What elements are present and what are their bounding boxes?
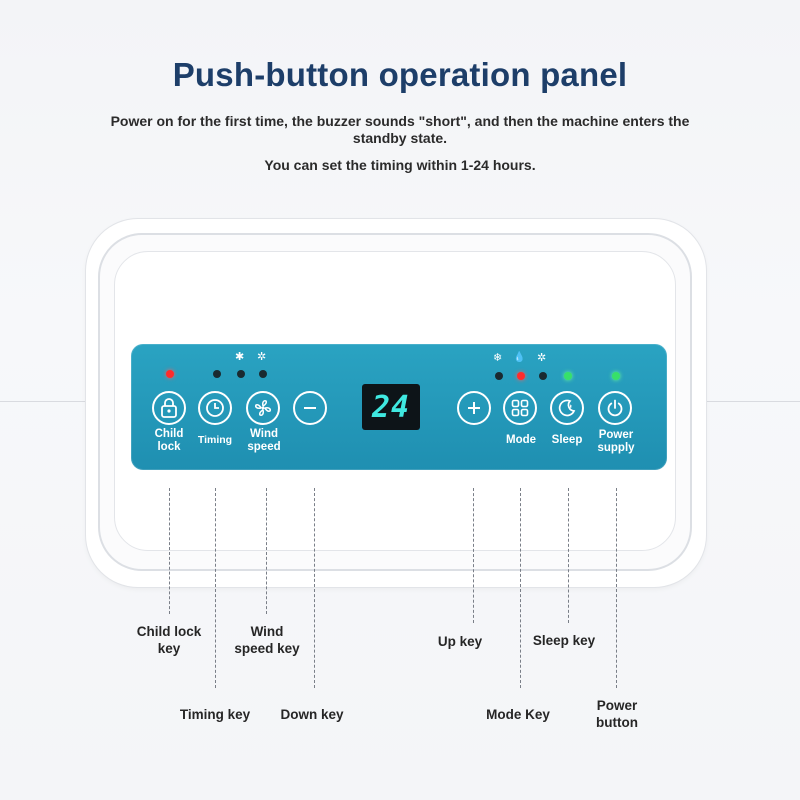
child-lock-button[interactable] xyxy=(152,391,186,425)
plus-icon xyxy=(468,402,480,414)
mode-fan-led xyxy=(539,372,547,380)
fan-indicator-icon: ✲ xyxy=(537,352,547,364)
mode-dry-led xyxy=(517,372,525,380)
guide-wind-speed xyxy=(266,488,267,614)
power-led xyxy=(612,372,620,380)
moon-icon xyxy=(558,399,576,417)
callout-child-lock-key: Child lock key xyxy=(136,624,202,656)
mode-button[interactable] xyxy=(503,391,537,425)
wind-high-led xyxy=(259,370,267,378)
page-title: Push-button operation panel xyxy=(172,56,628,93)
wind-speed-label: Wind speed xyxy=(247,428,281,453)
guide-child-lock xyxy=(169,488,170,614)
device-seam-left xyxy=(0,401,92,402)
child-lock-led xyxy=(166,370,174,378)
down-button[interactable] xyxy=(293,391,327,425)
sleep-button[interactable] xyxy=(550,391,584,425)
callout-power-button: Power button xyxy=(596,698,638,730)
description-line-2: You can set the timing within 1-24 hours… xyxy=(264,157,536,173)
grid-icon xyxy=(511,399,529,417)
device-seam-right xyxy=(704,401,800,402)
clock-icon xyxy=(206,399,224,417)
power-supply-label: Power supply xyxy=(597,429,635,454)
wind-low-led xyxy=(237,370,245,378)
snowflake-icon: ❄ xyxy=(493,352,503,364)
mode-cool-led xyxy=(495,372,503,380)
timer-display: 24 xyxy=(362,384,420,430)
drops-icon: 💧 xyxy=(513,352,526,363)
guide-power xyxy=(616,488,617,688)
callout-mode-key: Mode Key xyxy=(486,707,550,722)
child-lock-label: Child lock xyxy=(154,428,184,453)
timer-display-value: 24 xyxy=(371,389,411,425)
callout-sleep-key: Sleep key xyxy=(532,633,596,648)
fan-icon xyxy=(255,400,271,416)
guide-sleep xyxy=(568,488,569,623)
description-line-1: Power on for the first time, the buzzer … xyxy=(110,113,690,146)
callout-timing-key: Timing key xyxy=(179,707,251,722)
minus-icon xyxy=(304,407,316,409)
up-button[interactable] xyxy=(457,391,491,425)
timing-led xyxy=(213,370,221,378)
wind-low-icon: ✱ xyxy=(235,351,245,363)
lock-icon xyxy=(161,398,177,418)
wind-speed-button[interactable] xyxy=(246,391,280,425)
guide-timing xyxy=(215,488,216,688)
guide-mode xyxy=(520,488,521,688)
guide-up xyxy=(473,488,474,623)
timing-button[interactable] xyxy=(198,391,232,425)
sleep-led xyxy=(564,372,572,380)
callout-up-key: Up key xyxy=(437,634,483,649)
mode-label: Mode xyxy=(505,434,537,446)
power-button[interactable] xyxy=(598,391,632,425)
guide-down xyxy=(314,488,315,688)
timing-label: Timing xyxy=(197,434,233,446)
sleep-label: Sleep xyxy=(551,434,583,446)
callout-wind-speed-key: Wind speed key xyxy=(234,624,300,656)
power-icon xyxy=(607,399,623,417)
callout-down-key: Down key xyxy=(280,707,344,722)
wind-high-icon: ✲ xyxy=(257,351,267,363)
